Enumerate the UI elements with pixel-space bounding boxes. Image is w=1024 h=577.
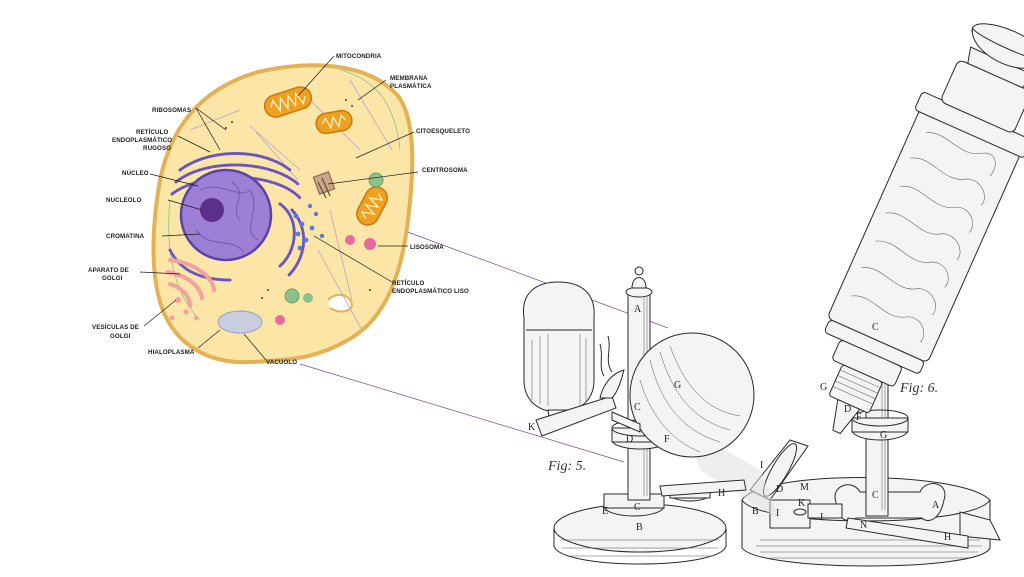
label-golgi-1: APARATO DE	[88, 267, 129, 274]
glass-globe	[629, 332, 755, 458]
label-mitocondria: MITOCONDRIA	[336, 53, 382, 60]
letter-i1: I	[760, 460, 763, 471]
centrosome	[312, 171, 336, 199]
golgi-vesicles	[169, 297, 199, 321]
letter-g2: G	[820, 382, 827, 393]
letter-i3: I	[820, 512, 823, 523]
label-rer-2: ENDOPLASMÁTICO	[112, 137, 172, 144]
letter-e1: E	[602, 506, 608, 517]
label-membrana-1: MEMBRANA	[390, 75, 428, 82]
microscope-engraving: A A B B C C C C D D D E F F G G G H H I …	[523, 23, 1024, 567]
label-nucleolo: NUCLEOLO	[106, 197, 142, 204]
label-centrosoma: CENTROSOMA	[422, 167, 468, 174]
letter-f2: F	[856, 412, 862, 423]
golgi-apparatus	[166, 258, 216, 308]
letter-n1: N	[860, 520, 867, 531]
letter-d3: D	[776, 484, 783, 495]
smooth-er	[293, 203, 325, 251]
label-rel-1: RETÍCULO	[392, 279, 425, 287]
letter-b1: B	[636, 522, 643, 533]
letter-k2: K	[798, 498, 806, 509]
label-ribosomas: RIBOSOMAS	[152, 107, 191, 114]
letter-k1: K	[528, 422, 536, 433]
label-vacuolo: VACUOLO	[266, 359, 297, 366]
letter-c2: C	[634, 502, 641, 513]
letter-c4: C	[872, 490, 879, 501]
cell-diagram	[151, 63, 415, 365]
letter-a2: A	[932, 500, 940, 511]
letter-m1: M	[800, 482, 809, 493]
letter-b2: B	[752, 506, 759, 517]
figure-5-caption: Fig: 5.	[547, 459, 586, 474]
connector-lines	[299, 229, 669, 463]
label-membrana-2: PLASMÁTICA	[390, 83, 432, 90]
letter-g3: G	[880, 430, 887, 441]
nucleolus	[200, 198, 224, 222]
letter-a1: A	[634, 304, 642, 315]
label-hialoplasma: HIALOPLASMA	[148, 349, 195, 356]
label-citoesqueleto: CITOESQUELETO	[416, 128, 470, 135]
letter-h1: H	[718, 488, 725, 499]
label-cromatina: CROMATINA	[106, 233, 145, 240]
letter-f1: F	[664, 434, 670, 445]
letter-i2: I	[776, 508, 779, 519]
letter-h2: H	[944, 532, 951, 543]
lysosomes	[275, 172, 384, 325]
letter-g1: G	[674, 380, 681, 391]
label-vesiculas-2: GOLGI	[110, 333, 131, 340]
cell-membrane	[151, 63, 415, 365]
letter-d2: D	[844, 404, 851, 415]
letter-c3: C	[872, 322, 879, 333]
engraving-letters: A A B B C C C C D D D E F F G G G H H I …	[528, 304, 951, 543]
label-lisosoma: LISOSOMA	[410, 244, 444, 251]
label-vesiculas-1: VESÍCULAS DE	[92, 323, 139, 331]
letter-c1: C	[634, 402, 641, 413]
vacuole	[217, 310, 263, 334]
label-rel-2: ENDOPLASMÁTICO LISO	[392, 288, 469, 295]
letter-d1: D	[626, 434, 633, 445]
cell-labels: MITOCONDRIA MEMBRANA PLASMÁTICA RIBOSOMA…	[88, 53, 470, 366]
label-leaders	[139, 55, 419, 361]
label-rer-1: RETÍCULO	[136, 128, 169, 136]
label-rer-3: RUGOSO	[143, 145, 171, 152]
nucleus	[179, 168, 273, 262]
label-nucleo: NÚCLEO	[122, 170, 149, 177]
label-golgi-2: GOLGI	[102, 275, 123, 282]
figure-6-caption: Fig: 6.	[899, 381, 938, 396]
